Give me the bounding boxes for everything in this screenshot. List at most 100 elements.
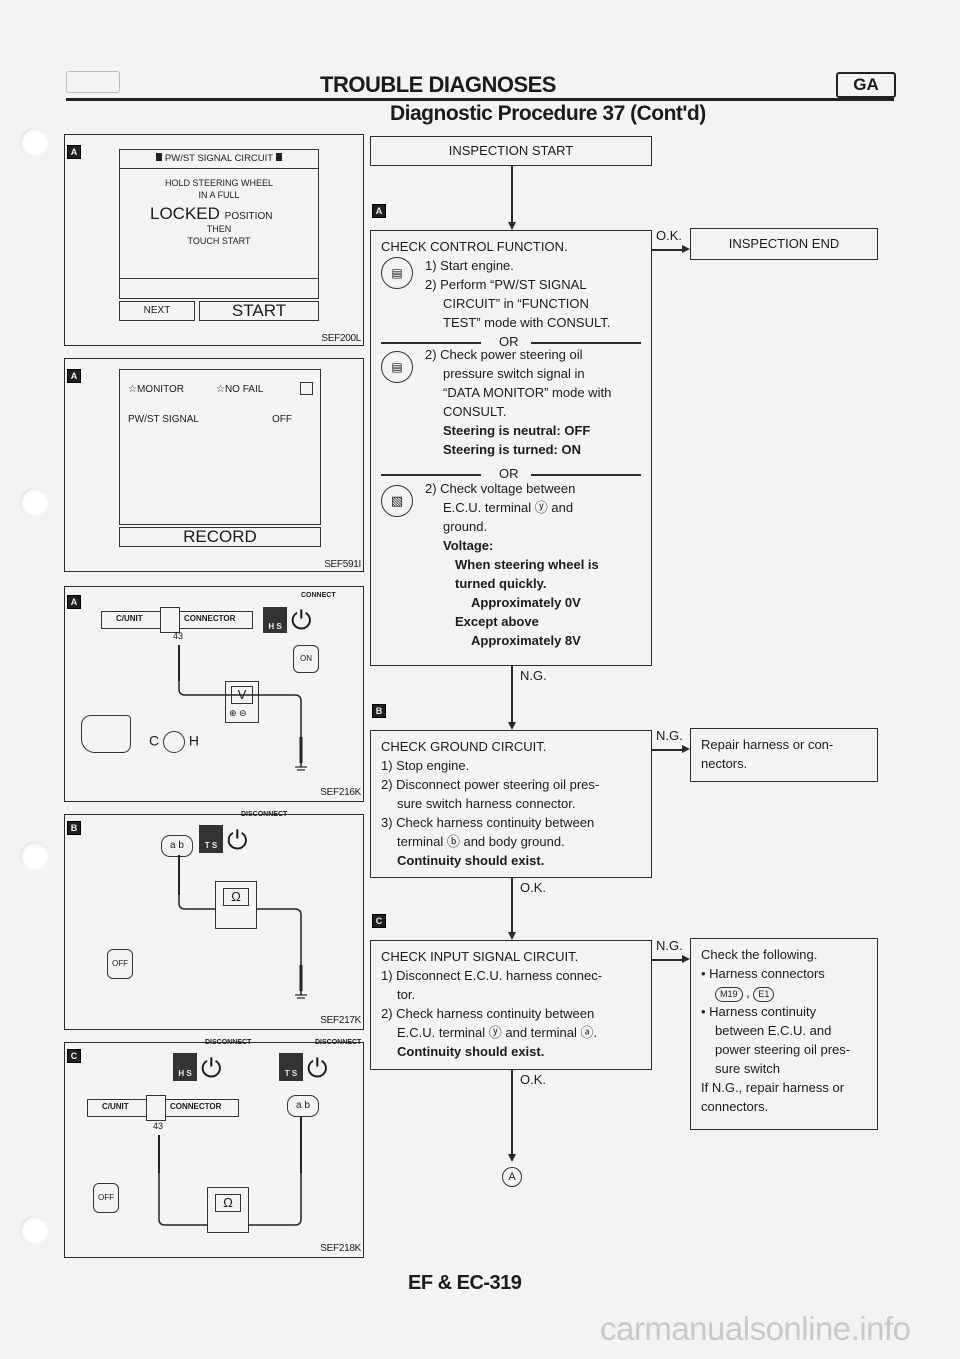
step-title: CHECK INPUT SIGNAL CIRCUIT. [381, 949, 579, 964]
ignition-off-icon: OFF [107, 949, 133, 979]
repair-harness-box: Repair harness or con- nectors. [690, 728, 878, 782]
plug-icon: ⏻ [291, 605, 312, 635]
panel-consult-function-test: A PW/ST SIGNAL CIRCUIT HOLD STEERING WHE… [64, 134, 364, 346]
step-text: 3) Check harness continuity between [381, 815, 595, 830]
panel-input-continuity: C DISCONNECT DISCONNECT H S ⏻ T S ⏻ C/UN… [64, 1039, 364, 1258]
step-text: CONSULT. [443, 404, 507, 419]
panel-voltage-check: A C/UNIT CONNECTOR 43 CONNECT H S ⏻ ON V… [64, 586, 364, 802]
tag-c: C [372, 914, 386, 928]
spec-text: When steering wheel is [455, 557, 599, 572]
step-text: • Harness continuity [701, 1004, 817, 1019]
screen-line: THEN [206, 224, 232, 234]
page-number: EF & EC-319 [408, 1272, 522, 1294]
step-text: CIRCUIT” in “FUNCTION [443, 296, 589, 311]
nofail-label: ☆NO FAIL [216, 384, 264, 395]
hs-switch-icon: H S [173, 1053, 197, 1081]
step-text: 2) Check harness continuity between [381, 1006, 595, 1021]
tag-b: B [372, 704, 386, 718]
inspection-start-box: INSPECTION START [370, 136, 652, 166]
tag-a: A [67, 145, 81, 159]
connector-line [511, 1070, 513, 1156]
or-label: OR [499, 466, 519, 481]
figure-ref: SEF200L [321, 333, 361, 344]
pin-label: 43 [153, 1121, 164, 1131]
checkbox[interactable] [300, 382, 313, 395]
arrow [682, 245, 690, 253]
ohmmeter: Ω [215, 881, 257, 929]
record-button[interactable]: RECORD [119, 527, 321, 547]
plug-icon: ⏻ [201, 1053, 222, 1083]
disconnect-label: DISCONNECT [205, 1039, 252, 1046]
step-text: 2) Perform “PW/ST SIGNAL [425, 277, 587, 292]
step-text: Repair harness or con- [701, 737, 834, 752]
plug-icon: ⏻ [227, 825, 248, 855]
step-text: nectors. [701, 756, 748, 771]
step-text: E.C.U. terminal ⓨ and terminal ⓐ. [397, 1025, 598, 1040]
or-rule [381, 342, 481, 344]
check-following-box: Check the following. • Harness connector… [690, 938, 878, 1130]
spec-text: Approximately 8V [471, 633, 581, 648]
ok-label: O.K. [520, 1072, 547, 1087]
step-text: power steering oil pres- [715, 1042, 851, 1057]
signal-label: PW/ST SIGNAL [128, 414, 199, 425]
figure-ref: SEF591I [324, 559, 361, 570]
check-control-function-box: ▤ CHECK CONTROL FUNCTION. 1) Start engin… [370, 230, 652, 666]
watermark: carmanualsonline.info [600, 1310, 911, 1347]
screen-title: PW/ST SIGNAL CIRCUIT [120, 150, 318, 169]
hs-switch-icon: H S [263, 607, 287, 633]
continue-circle: A [502, 1167, 522, 1187]
page-subtitle: Diagnostic Procedure 37 (Cont'd) [390, 102, 706, 125]
figure-ref: SEF216K [320, 787, 361, 798]
connector-line [652, 959, 682, 961]
page-title: TROUBLE DIAGNOSES [320, 72, 556, 97]
step-text: ground. [443, 519, 488, 534]
step-text: TEST” mode with CONSULT. [443, 315, 611, 330]
connect-label: CONNECT [301, 592, 336, 599]
arrow [682, 745, 690, 753]
binder-hole [20, 1216, 48, 1244]
monitor-screen: ☆MONITOR ☆NO FAIL PW/ST SIGNAL OFF [119, 369, 321, 525]
arrow [682, 955, 690, 963]
spec-text: Continuity should exist. [397, 853, 545, 868]
figure-ref: SEF218K [320, 1243, 361, 1254]
start-button[interactable]: START [199, 301, 319, 321]
spec-text: turned quickly. [455, 576, 547, 591]
monitor-label: ☆MONITOR [128, 384, 185, 395]
step-text: pressure switch signal in [443, 366, 585, 381]
next-button[interactable]: NEXT [119, 301, 195, 321]
screen-line: IN A FULL [198, 190, 240, 200]
check-ground-circuit-box: CHECK GROUND CIRCUIT. 1) Stop engine. 2)… [370, 730, 652, 878]
step-text: tor. [397, 987, 416, 1002]
ng-label: N.G. [656, 938, 683, 953]
multimeter-icon: ▧ [381, 485, 413, 517]
step-title: Check the following. [701, 947, 818, 962]
pin-label: 43 [173, 631, 184, 641]
or-rule [381, 474, 481, 476]
voltage-wiring [178, 645, 307, 771]
panel-ground-continuity: B DISCONNECT a b T S ⏻ Ω OFF SEF217K [64, 811, 364, 1030]
step-text: 1) Disconnect E.C.U. harness connec- [381, 968, 603, 983]
screen-line: HOLD STEERING WHEEL [164, 178, 274, 188]
connector-line [511, 878, 513, 932]
panel-data-monitor: A ☆MONITOR ☆NO FAIL PW/ST SIGNAL OFF REC… [64, 358, 364, 572]
ok-label: O.K. [656, 228, 683, 243]
voltmeter: V ⊕ ⊖ [225, 681, 259, 723]
tag-a: A [67, 595, 81, 609]
step-text: 2) Check power steering oil [425, 347, 583, 362]
ab-connector-icon: a b [161, 835, 193, 857]
step-text: sure switch harness connector. [397, 796, 576, 811]
spec-text: Steering is neutral: OFF [443, 423, 591, 438]
tag-a: A [67, 369, 81, 383]
or-label: OR [499, 334, 519, 349]
spec-text: Steering is turned: ON [443, 442, 581, 457]
arrow [508, 932, 516, 940]
header-rule [66, 98, 894, 101]
step-text: terminal ⓑ and body ground. [397, 834, 565, 849]
binder-hole [20, 128, 48, 156]
cunit-connector: C/UNIT CONNECTOR [101, 607, 253, 633]
or-rule [531, 342, 641, 344]
steering-wheel-icon: C H [149, 731, 199, 753]
ts-switch-icon: T S [199, 825, 223, 853]
spec-text: Continuity should exist. [397, 1044, 545, 1059]
connector-line [652, 249, 682, 251]
